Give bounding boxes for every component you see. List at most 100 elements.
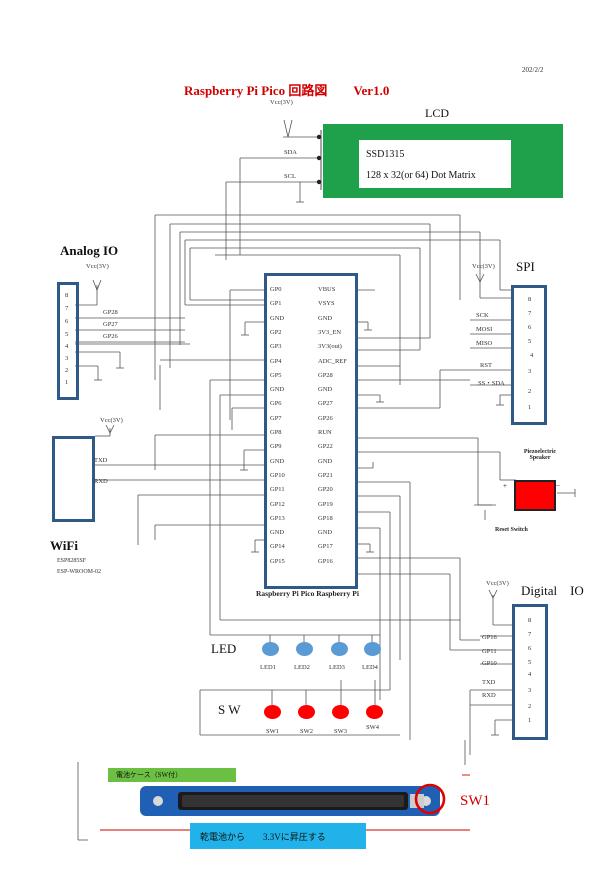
pico-left-pin-16: GP12 — [270, 500, 285, 508]
spi-pin-3: 3 — [528, 368, 532, 375]
spi-vcc-label: Vcc(3V) — [472, 263, 495, 270]
switch-3-label: SW3 — [334, 728, 347, 735]
analog-pin-1: 1 — [65, 379, 69, 386]
lcd-label: LCD — [425, 106, 449, 120]
digital-signal-gp11: GP11 — [482, 648, 497, 655]
pico-right-pin-20: GP16 — [318, 557, 333, 565]
pico-right-pin-3: GND — [318, 314, 333, 322]
pico-right-pin-2: VSYS — [318, 300, 335, 308]
digital-pin-7: 7 — [528, 631, 532, 638]
pico-left-pin-3: GND — [270, 314, 285, 322]
led-3 — [331, 642, 348, 656]
digital-signal-gp16: GP16 — [482, 634, 497, 641]
pico-left-pin-8: GND — [270, 386, 285, 394]
analog-signal-gp28: GP28 — [103, 309, 118, 316]
pico-right-pin-17: GP18 — [318, 514, 333, 522]
digital-signal-rxd: RXD — [482, 692, 496, 699]
pico-right-pin-10: GP26 — [318, 414, 333, 422]
spi-pin-6: 6 — [528, 324, 532, 331]
digital-pin-1: 1 — [528, 717, 532, 724]
pico-left-pin-1: GP0 — [270, 286, 282, 293]
pico-right-pin-13: GND — [318, 457, 333, 465]
digital-pin-2: 2 — [528, 703, 532, 710]
wifi-pin-rxd: RXD — [94, 478, 108, 485]
date-label: 202/2/2 — [522, 66, 544, 74]
pico-left-pin-10: GP7 — [270, 414, 282, 422]
lcd-pin-sda: SDA — [284, 149, 298, 156]
switch-2 — [298, 705, 315, 719]
pico-right-pin-7: GP28 — [318, 371, 333, 379]
pico-left-pin-15: GP11 — [270, 486, 285, 494]
pico-left-pin-2: GP1 — [270, 300, 282, 308]
led-2-label: LED2 — [294, 664, 310, 671]
digital-pin-6: 6 — [528, 645, 532, 652]
battery-caption-box: 乾電池から 3.3Vに昇圧する — [190, 823, 366, 849]
pico-board — [264, 273, 358, 589]
sw-section-label: S W — [218, 702, 241, 717]
analog-signal-gp26: GP26 — [103, 333, 118, 340]
analog-pin-8: 8 — [65, 292, 69, 299]
pico-right-pin-16: GP19 — [318, 500, 333, 508]
digital-signal-gp10: GP10 — [482, 660, 497, 667]
speaker-minus-symbol: − — [556, 482, 560, 490]
wifi-chip-1: ESP8285SF — [57, 558, 87, 564]
lcd-resolution: 128 x 32(or 64) Dot Matrix — [366, 170, 476, 181]
analog-vcc-label: Vcc(3V) — [86, 263, 109, 270]
piezo-speaker — [514, 480, 556, 511]
digital-pin-4: 4 — [528, 671, 532, 678]
led-4-label: LED4 — [362, 664, 378, 671]
lcd-screen — [359, 140, 511, 188]
pico-right-pin-8: GND — [318, 386, 333, 394]
switch-2-label: SW2 — [300, 728, 313, 735]
led-1-label: LED1 — [260, 664, 276, 671]
wifi-module — [52, 436, 95, 522]
led-3-label: LED3 — [329, 664, 345, 671]
lcd-chip-name: SSD1315 — [366, 149, 405, 160]
pico-left-pin-7: GP5 — [270, 371, 282, 379]
wifi-vcc-label: Vcc(3V) — [100, 417, 123, 424]
pico-left-pin-13: GND — [270, 457, 285, 465]
pico-left-pin-20: GP15 — [270, 557, 285, 565]
pico-right-pin-11: RUN — [318, 429, 332, 436]
analog-pin-6: 6 — [65, 318, 69, 325]
pico-left-pin-14: GP10 — [270, 471, 285, 479]
pico-left-pin-11: GP8 — [270, 429, 282, 436]
wifi-label: WiFi — [50, 538, 78, 553]
speaker-label: Piezoelectric Speaker — [523, 449, 557, 461]
digital-pin-8: 8 — [528, 617, 532, 624]
switch-4 — [366, 705, 383, 719]
digital-io-label: Digital IO — [521, 583, 584, 598]
pico-left-pin-17: GP13 — [270, 514, 285, 522]
spi-pin-2: 2 — [528, 388, 532, 395]
reset-switch-label: Reset Switch — [495, 527, 528, 533]
lcd-pin-scl: SCL — [284, 173, 296, 180]
spi-signal-ss: SS・SDA — [478, 380, 505, 387]
switch-4-label: SW4 — [366, 724, 379, 731]
analog-pin-5: 5 — [65, 331, 69, 338]
digital-signal-txd: TXD — [482, 679, 496, 686]
battery-sw1-label: SW1 — [460, 793, 490, 809]
led-section-label: LED — [211, 641, 237, 656]
sw1-highlight-circle — [414, 783, 446, 815]
analog-signal-gp27: GP27 — [103, 321, 118, 328]
analog-pin-7: 7 — [65, 305, 69, 312]
battery-note: 電池ケース（SW付） — [116, 771, 183, 779]
pico-right-pin-12: GP22 — [318, 443, 333, 451]
spi-signal-rst: RST — [480, 362, 492, 369]
spi-pin-8: 8 — [528, 296, 532, 303]
switch-1 — [264, 705, 281, 719]
pico-left-pin-18: GND — [270, 529, 285, 537]
digital-pin-5: 5 — [528, 659, 532, 666]
digital-io-connector: 8 7 6 5 4 3 2 1 — [512, 604, 548, 740]
pico-right-pin-18: GND — [318, 529, 333, 537]
pico-right-pin-14: GP21 — [318, 471, 333, 479]
led-1 — [262, 642, 279, 656]
pico-caption: Raspberry Pi Pico Raspberry Pi — [256, 589, 359, 598]
digital-vcc-label: Vcc(3V) — [486, 580, 509, 587]
pico-right-pin-19: GP17 — [318, 543, 333, 551]
led-4 — [364, 642, 381, 656]
battery-caption: 乾電池から 3.3Vに昇圧する — [200, 832, 326, 842]
switch-3 — [332, 705, 349, 719]
switch-1-label: SW1 — [266, 728, 279, 735]
spi-signal-sck: SCK — [476, 312, 489, 319]
